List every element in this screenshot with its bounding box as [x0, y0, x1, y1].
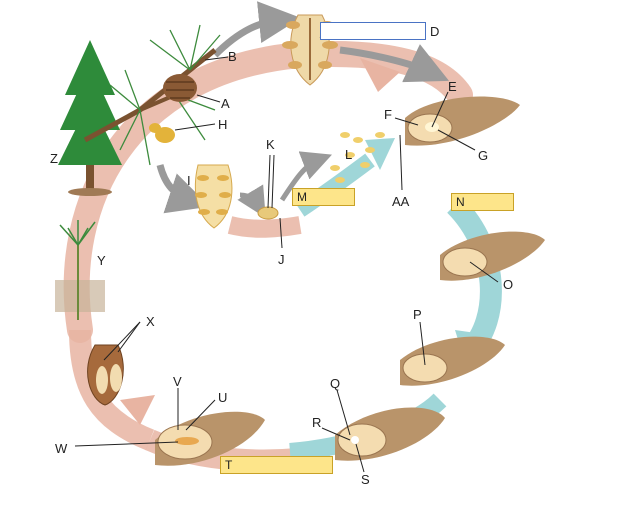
- label-J: J: [278, 252, 285, 267]
- seed-cone-icon: [163, 74, 197, 102]
- label-U: U: [218, 390, 228, 405]
- leader-lines: [74, 27, 499, 473]
- label-box-M[interactable]: M: [292, 188, 355, 206]
- label-W: W: [55, 441, 68, 456]
- label-Z: Z: [50, 151, 58, 166]
- label-R: R: [312, 415, 322, 430]
- ovule-scale-E: [405, 96, 520, 146]
- label-Y: Y: [97, 253, 106, 268]
- seedling-icon: [55, 220, 105, 320]
- label-K: K: [266, 137, 275, 152]
- label-X: X: [146, 314, 155, 329]
- pollen-cone-section-icon: [194, 164, 233, 229]
- label-L: L: [345, 147, 353, 162]
- label-D: D: [430, 24, 440, 39]
- label-box-D[interactable]: [320, 22, 426, 40]
- label-E: E: [448, 79, 457, 94]
- ovule-scale-Q: [335, 407, 445, 461]
- label-box-T[interactable]: T: [220, 456, 333, 474]
- label-V: V: [173, 374, 182, 389]
- pollen-grains-icon: [330, 132, 385, 183]
- label-P: P: [413, 307, 422, 322]
- label-A: A: [221, 96, 230, 111]
- label-B: B: [228, 49, 237, 64]
- label-S: S: [361, 472, 370, 487]
- pine-branch-icon: [83, 24, 221, 166]
- pollen-cone-icon: [149, 123, 175, 143]
- label-G: G: [478, 148, 489, 163]
- ovule-scale-P: [400, 336, 505, 386]
- inner-cycle-band: [289, 138, 502, 461]
- label-O: O: [503, 277, 514, 292]
- label-I: I: [187, 173, 191, 188]
- label-Q: Q: [330, 376, 341, 391]
- label-AA: AA: [392, 194, 410, 209]
- outer-arrowhead-left: [120, 395, 155, 425]
- label-H: H: [218, 117, 228, 132]
- microsporangium-icon: [257, 206, 279, 220]
- label-box-N[interactable]: N: [451, 193, 514, 211]
- ovule-scale-V: [155, 411, 265, 466]
- label-F: F: [384, 107, 392, 122]
- winged-seed-icon: [87, 344, 124, 406]
- ovule-scale-O: [440, 231, 545, 281]
- pine-tree-icon: [58, 40, 122, 196]
- gray-arrows: [156, 1, 450, 218]
- outer-arrowhead-top: [360, 58, 400, 92]
